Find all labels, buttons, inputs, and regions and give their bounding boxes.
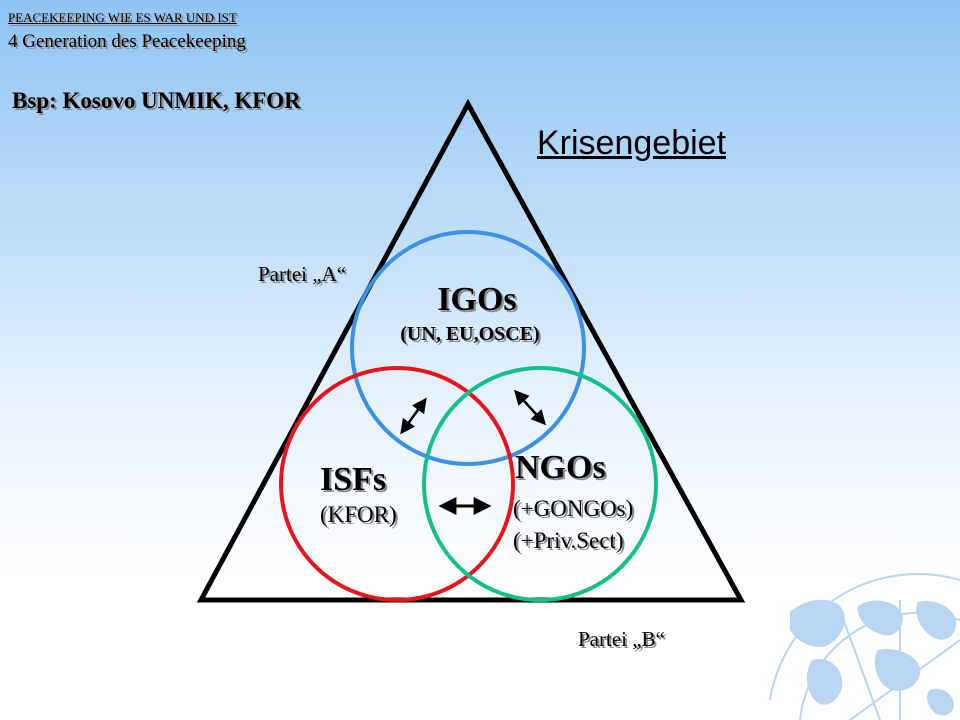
example-heading: Bsp: Kosovo UNMIK, KFOR (12, 88, 301, 113)
party-a-label: Partei „A“ (258, 262, 347, 286)
header-title: PEACEKEEPING WIE ES WAR UND IST (8, 10, 237, 25)
igos-title: IGOs (437, 281, 516, 318)
isfs-circle (279, 366, 515, 602)
crisis-area-label: Krisengebiet (537, 124, 727, 162)
isfs-members: (KFOR) (320, 502, 397, 527)
igos-circle (350, 230, 586, 466)
arrow-igos-ngos (513, 389, 547, 426)
crisis-triangle (196, 98, 746, 603)
party-b-label: Partei „B“ (578, 627, 665, 651)
arrow-igos-isfs (400, 397, 427, 435)
ngos-title: NGOs (515, 449, 606, 486)
isfs-title: ISFs (320, 461, 386, 498)
header-subtitle: 4 Generation des Peacekeeping (8, 31, 246, 52)
ngos-private-sector: (+Priv.Sect) (513, 528, 624, 553)
ngos-gongos: (+GONGOs) (513, 496, 633, 521)
world-map-globe-icon (769, 573, 960, 720)
igos-members: (UN, EU,OSCE) (400, 323, 539, 345)
ngos-circle (422, 366, 658, 602)
